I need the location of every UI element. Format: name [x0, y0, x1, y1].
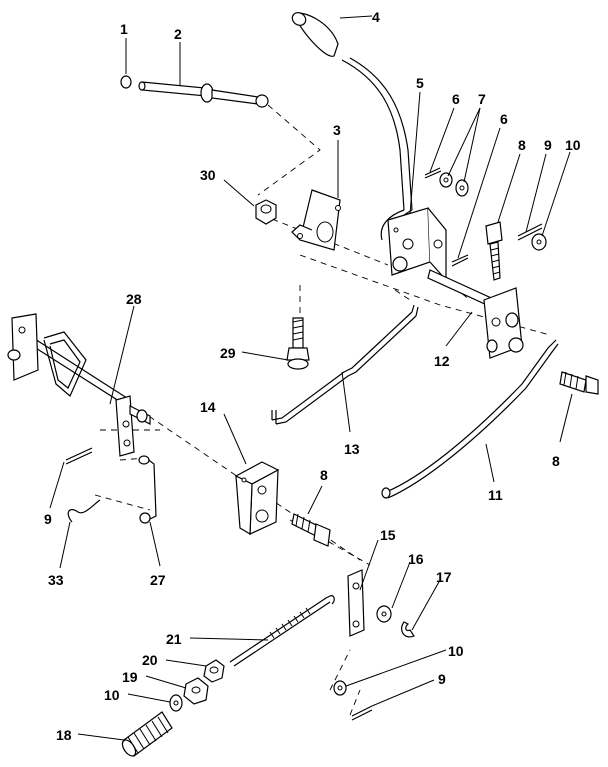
- callout-10b: 10: [104, 687, 120, 703]
- callout-10c: 10: [448, 643, 464, 659]
- callout-11: 11: [488, 487, 503, 503]
- callout-9a: 9: [544, 137, 552, 153]
- callout-12: 12: [434, 353, 450, 369]
- part-30-nut: [255, 199, 277, 225]
- part-21-threaded-rod: [229, 595, 335, 667]
- callout-33: 33: [48, 572, 64, 588]
- parts-10-9-bottom: [333, 680, 373, 721]
- part-12-cross-shaft: [427, 269, 524, 359]
- callout-9b: 9: [44, 511, 52, 527]
- callout-15: 15: [380, 527, 396, 543]
- callout-18: 18: [56, 727, 72, 743]
- part-1-cap: [120, 75, 132, 89]
- callout-13: 13: [344, 441, 360, 457]
- callout-10a: 10: [565, 137, 581, 153]
- part-4-grip: [291, 12, 339, 57]
- part-13-rod: [271, 304, 419, 425]
- part-18-spring: [121, 711, 173, 757]
- part-5-pivot-bracket: [387, 207, 447, 282]
- callout-28: 28: [126, 291, 142, 307]
- part-28-shaft: [7, 313, 151, 457]
- callout-8c: 8: [552, 453, 560, 469]
- callout-3: 3: [333, 122, 341, 138]
- callout-27: 27: [150, 572, 166, 588]
- part-3-bracket: [291, 189, 341, 251]
- callout-4: 4: [372, 9, 380, 25]
- parts-6-7-cotter-washers: [424, 167, 469, 267]
- part-14-bracket: [234, 461, 280, 536]
- parts-9-33-left: [65, 447, 101, 523]
- part-8-bolt-right: [559, 371, 599, 395]
- callout-19: 19: [122, 669, 138, 685]
- callout-16: 16: [408, 551, 424, 567]
- parts-20-19-10-nuts: [169, 659, 225, 712]
- callout-17: 17: [436, 569, 452, 585]
- callout-7: 7: [478, 91, 486, 107]
- callout-6b: 6: [500, 111, 508, 127]
- part-29-bolt: [286, 317, 310, 370]
- callout-1: 1: [120, 21, 128, 37]
- callout-20: 20: [142, 652, 158, 668]
- callout-labels: 1 2 3 4 5 6 7 6 8 9 10 30 28 29 12 13 14…: [44, 9, 581, 743]
- part-8-bolt-top: [485, 221, 503, 281]
- callout-29: 29: [220, 345, 236, 361]
- part-8-bolt-middle: [291, 513, 331, 547]
- parts-9-10-top: [517, 223, 547, 251]
- callout-9c: 9: [438, 671, 446, 687]
- parts-16-17: [376, 605, 415, 638]
- callout-5: 5: [416, 75, 424, 91]
- leader-lines: [49, 15, 573, 741]
- callout-8a: 8: [518, 137, 526, 153]
- callout-8b: 8: [320, 467, 328, 483]
- part-27-link: [138, 455, 157, 524]
- part-11-rod: [381, 339, 559, 499]
- part-2-pin: [138, 81, 269, 108]
- callout-14: 14: [200, 399, 216, 415]
- part-15-plate: [347, 569, 365, 637]
- callout-21: 21: [166, 631, 182, 647]
- callout-2: 2: [174, 26, 182, 42]
- callout-30: 30: [200, 167, 216, 183]
- callout-6a: 6: [452, 91, 460, 107]
